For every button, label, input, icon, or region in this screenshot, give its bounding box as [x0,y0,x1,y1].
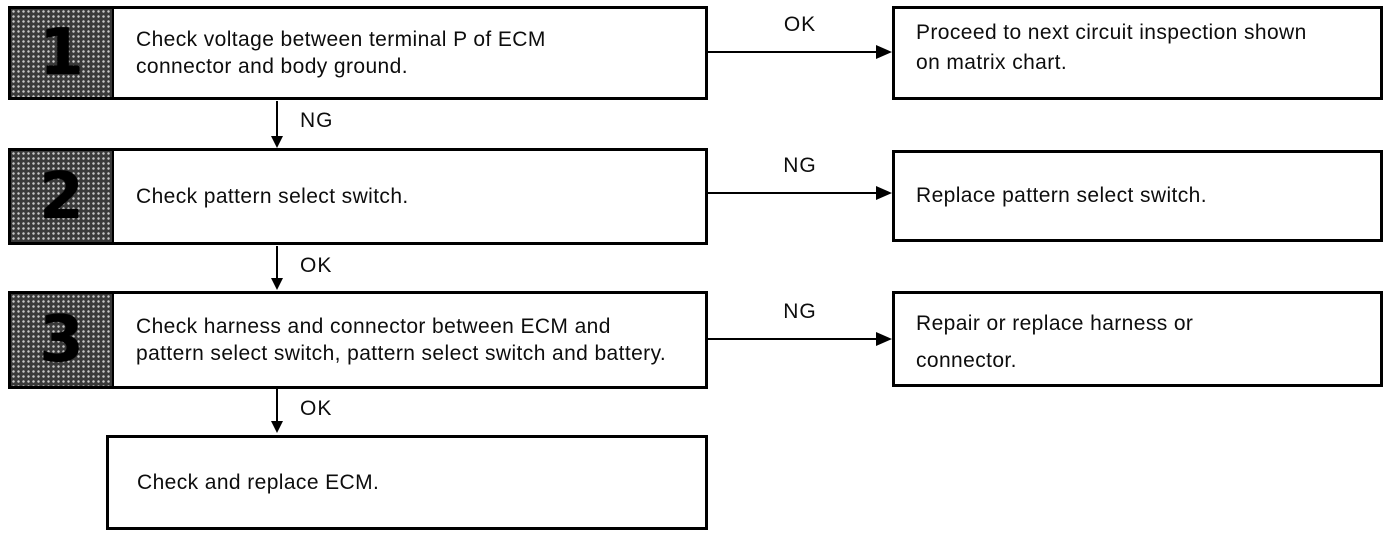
step-3-text-area: Check harness and connector between ECM … [114,294,705,386]
step-1-box: 1 Check voltage between terminal P of EC… [8,6,708,100]
result-box-3: Repair or replace harness or connector. [892,291,1383,387]
arrow-line [276,389,278,422]
arrow-line [708,192,883,194]
arrow-line [276,101,278,137]
step-2-number-badge: 2 [11,151,114,242]
step-2-branch-label: NG [783,154,817,177]
step-1-down-label: NG [300,109,334,132]
arrowhead-down-icon [271,421,283,433]
arrow-step2-to-result2: NG [708,154,892,200]
result-1-text: Proceed to next circuit inspection shown… [916,21,1307,74]
result-box-2: Replace pattern select switch. [892,150,1383,242]
arrowhead-right-icon [876,332,892,346]
arrowhead-down-icon [271,136,283,148]
arrow-line [708,51,883,53]
step-3-down-label: OK [300,397,333,420]
step-2-text-area: Check pattern select switch. [114,151,705,242]
step-2-text: Check pattern select switch. [136,184,409,208]
step-1-number-badge: 1 [11,9,114,97]
arrow-step3-to-result3: NG [708,300,892,346]
arrow-line [276,246,278,279]
step-3-branch-label: NG [783,300,817,323]
step-1-branch-label: OK [783,13,817,36]
arrow-line [708,338,883,340]
arrow-step1-to-result1: OK [708,13,892,59]
arrowhead-right-icon [876,45,892,59]
step-1-text-area: Check voltage between terminal P of ECM … [114,9,705,97]
step-2-down-label: OK [300,254,333,277]
result-2-text: Replace pattern select switch. [916,184,1207,208]
arrowhead-down-icon [271,278,283,290]
step-2-number: 2 [39,159,84,234]
step-1-text: Check voltage between terminal P of ECM … [136,27,546,78]
arrowhead-right-icon [876,186,892,200]
step-3-number-badge: 3 [11,294,114,386]
step-2-box: 2 Check pattern select switch. [8,148,708,245]
result-box-1: Proceed to next circuit inspection shown… [892,6,1383,100]
step-3-number: 3 [39,303,84,377]
step-3-box: 3 Check harness and connector between EC… [8,291,708,389]
final-box-text: Check and replace ECM. [137,470,380,494]
step-1-number: 1 [39,16,84,90]
step-3-text: Check harness and connector between ECM … [136,314,667,365]
result-3-text: Repair or replace harness or connector. [916,312,1194,372]
final-box: Check and replace ECM. [106,435,708,530]
